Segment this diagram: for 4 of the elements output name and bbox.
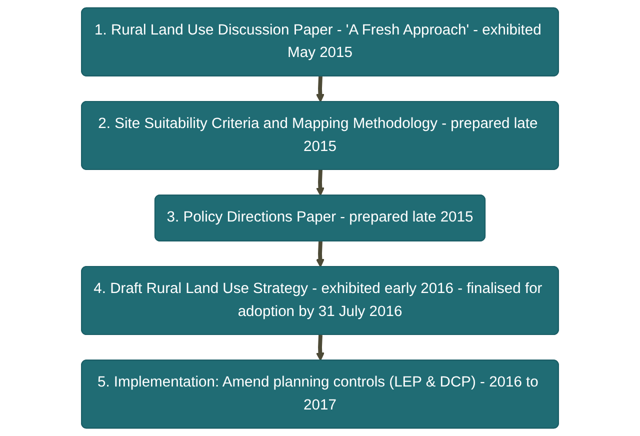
arrow xyxy=(316,241,325,268)
arrow xyxy=(316,170,325,196)
arrow xyxy=(316,76,325,102)
arrow xyxy=(316,334,325,362)
